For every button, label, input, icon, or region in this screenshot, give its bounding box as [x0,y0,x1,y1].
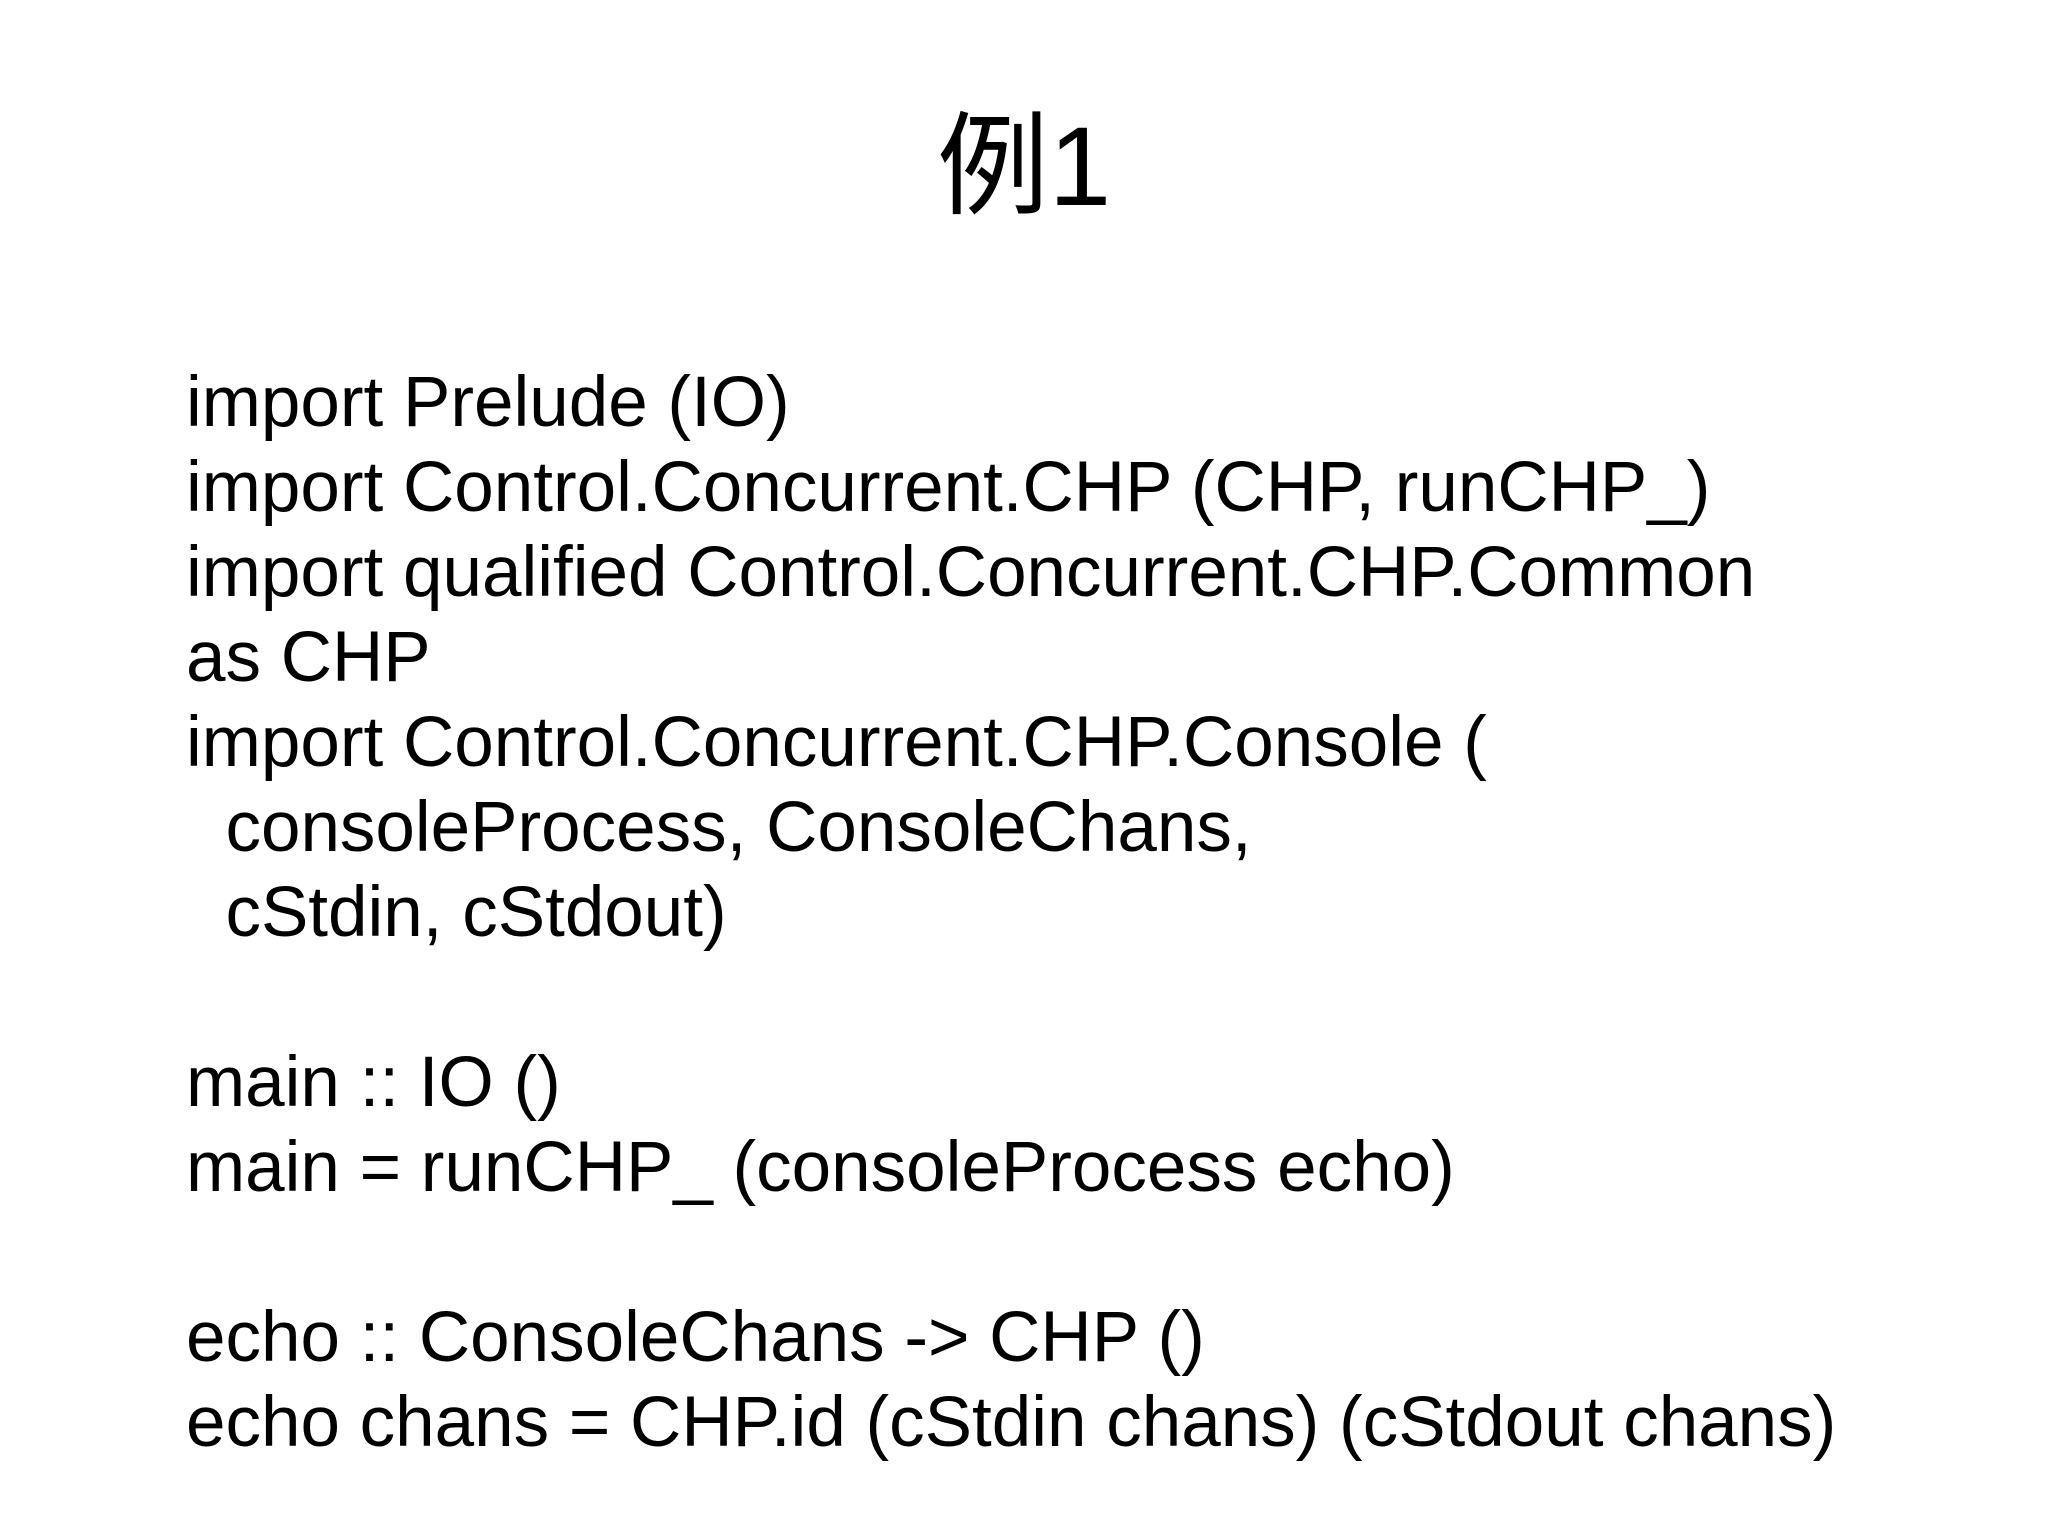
code-line: main = runCHP_ (consoleProcess echo) [186,1128,1455,1207]
code-block: import Prelude (IO)import Control.Concur… [186,360,1986,1465]
code-line: consoleProcess, ConsoleChans, [186,788,1252,867]
code-line: import qualified Control.Concurrent.CHP.… [186,533,1756,612]
slide-title: 例1 [936,104,1112,229]
code-line [186,955,1986,1040]
code-line: as CHP [186,618,431,697]
code-line: echo :: ConsoleChans -> CHP () [186,1298,1205,1377]
code-line: main :: IO () [186,1043,561,1122]
code-line: import Control.Concurrent.CHP (CHP, runC… [186,448,1711,527]
code-line [186,1210,1986,1295]
code-line: cStdin, cStdout) [186,873,727,952]
code-line: import Prelude (IO) [186,363,790,442]
code-line: import Control.Concurrent.CHP.Console ( [186,703,1487,782]
code-line: echo chans = CHP.id (cStdin chans) (cStd… [186,1383,1837,1462]
